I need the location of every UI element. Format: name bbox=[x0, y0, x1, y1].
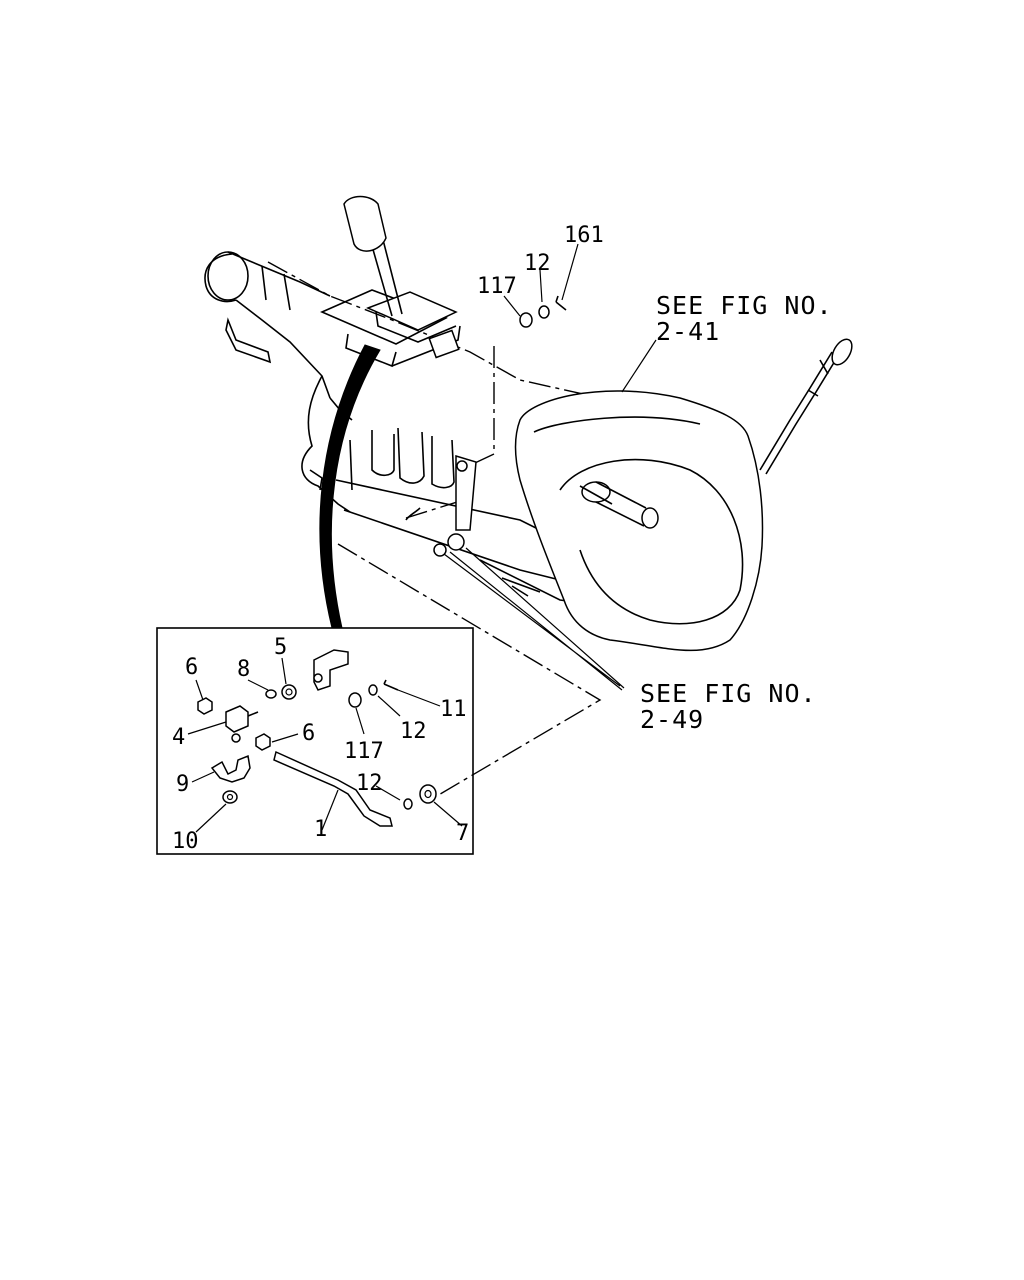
part-8-washer bbox=[265, 689, 277, 699]
part-11-pin bbox=[383, 679, 399, 691]
label-12-low: 12 bbox=[356, 771, 383, 796]
label-9: 9 bbox=[176, 772, 189, 797]
label-6-lower: 6 bbox=[302, 721, 315, 746]
part-1-rod bbox=[273, 750, 393, 827]
label-6-upper: 6 bbox=[185, 655, 198, 680]
label-7: 7 bbox=[456, 821, 469, 846]
see-fig-2-49-line1: SEE FIG NO. bbox=[640, 679, 817, 708]
part-12-washer-top bbox=[538, 305, 550, 319]
see-fig-2-41-line1: SEE FIG NO. bbox=[656, 291, 833, 320]
see-fig-2-41-line2: 2-41 bbox=[656, 317, 720, 346]
part-10-nut bbox=[222, 790, 238, 804]
detail-inset bbox=[156, 627, 474, 855]
part-9-clip bbox=[210, 754, 251, 783]
part-4-swivel bbox=[225, 705, 249, 733]
label-8: 8 bbox=[237, 657, 250, 682]
label-11: 11 bbox=[440, 697, 467, 722]
label-117-mid: 117 bbox=[344, 739, 384, 764]
leader-lines bbox=[187, 243, 657, 833]
label-12-top: 12 bbox=[524, 251, 551, 276]
label-5: 5 bbox=[274, 635, 287, 660]
label-10: 10 bbox=[172, 829, 199, 854]
label-161: 161 bbox=[564, 223, 604, 248]
part-6-nut-upper bbox=[197, 697, 213, 715]
part-12-washer-lower bbox=[403, 798, 413, 810]
part-7-bushing bbox=[419, 784, 437, 804]
part-117-clip-mid bbox=[348, 692, 362, 708]
figure-references: SEE FIG NO. 2-41 SEE FIG NO. 2-49 bbox=[640, 291, 833, 734]
label-117-top: 117 bbox=[477, 274, 517, 299]
label-12-mid: 12 bbox=[400, 719, 427, 744]
part-12-washer-mid bbox=[368, 684, 378, 696]
detail-callout-curve bbox=[319, 344, 381, 629]
transmission-assembly bbox=[204, 195, 853, 652]
part-117-clip-top bbox=[519, 312, 533, 328]
see-fig-2-49-line2: 2-49 bbox=[640, 705, 704, 734]
label-1: 1 bbox=[314, 817, 327, 842]
part-labels: 161 12 117 6 8 5 4 6 9 10 1 12 117 12 11… bbox=[172, 223, 604, 854]
leader-to-bracket bbox=[337, 543, 602, 801]
part-161-pin bbox=[555, 295, 567, 311]
part-6-nut-lower bbox=[255, 733, 271, 751]
part-5-bushing bbox=[281, 684, 297, 700]
label-4: 4 bbox=[172, 725, 185, 750]
